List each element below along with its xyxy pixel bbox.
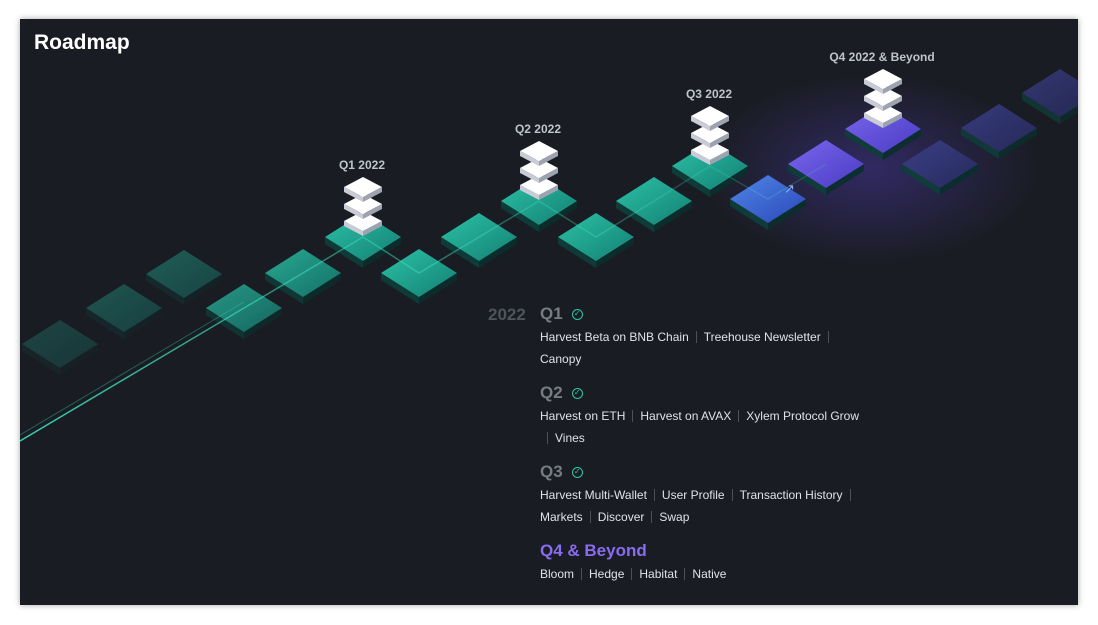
bird-icon: ↗ — [784, 181, 795, 196]
roadmap-item: Markets — [540, 510, 583, 524]
quarter-title: Q3 — [540, 462, 563, 481]
item-separator — [849, 489, 851, 501]
item-separator — [581, 568, 583, 580]
page-title: Roadmap — [34, 31, 130, 54]
check-circle-icon: ✓ — [571, 466, 583, 478]
quarter-title: Q4 & Beyond — [540, 541, 647, 560]
roadmap-tile — [961, 104, 1037, 159]
roadmap-item: Treehouse Newsletter — [703, 330, 821, 344]
quarter-header: Q3 ✓ — [540, 461, 870, 483]
roadmap-item: Vines — [555, 431, 585, 445]
milestone-stacked-chevron-up-icon: Q4 2022 & Beyond — [829, 50, 935, 128]
roadmap-item: Harvest on AVAX — [640, 409, 732, 423]
milestone-label: Q3 2022 — [686, 87, 732, 101]
item-separator — [827, 331, 829, 343]
quarter-section: Q2 ✓ Harvest on ETH Harvest on AVAX Xylem Pr… — [540, 382, 870, 449]
quarter-header: Q4 & Beyond — [540, 540, 870, 562]
roadmap-item: User Profile — [661, 488, 725, 502]
roadmap-item: Harvest on ETH — [540, 409, 626, 423]
roadmap-item: Harvest Multi-Wallet — [540, 488, 647, 502]
roadmap-tile — [902, 140, 978, 195]
item-separator — [684, 568, 686, 580]
quarter-title: Q2 — [540, 383, 563, 402]
quarter-header: Q1 ✓ — [540, 303, 870, 325]
milestone-label: Q4 2022 & Beyond — [829, 50, 934, 64]
roadmap-item: Canopy — [540, 352, 582, 366]
roadmap-item: Swap — [659, 510, 690, 524]
roadmap-item: Xylem Protocol Grow — [746, 409, 859, 423]
milestone-label: Q2 2022 — [515, 122, 561, 136]
item-separator — [695, 331, 697, 343]
item-separator — [632, 410, 634, 422]
item-separator — [589, 511, 591, 523]
quarter-section: Q3 ✓ Harvest Multi-Wallet User Profile Trans… — [540, 461, 870, 528]
check-circle-icon: ✓ — [571, 308, 583, 320]
roadmap-tile — [22, 320, 98, 375]
milestone-stacked-chevron-up-icon: Q2 2022 — [515, 122, 561, 200]
roadmap-item: Transaction History — [739, 488, 843, 502]
milestone-stacked-chevron-up-icon: Q3 2022 — [686, 87, 732, 165]
milestone-stacked-chevron-up-icon: Q1 2022 — [339, 158, 385, 236]
item-separator — [547, 432, 548, 444]
roadmap-item: Native — [692, 567, 727, 581]
item-separator — [651, 511, 653, 523]
item-separator — [653, 489, 655, 501]
item-separator — [631, 568, 633, 580]
item-separator — [738, 410, 740, 422]
roadmap-item: Discover — [597, 510, 645, 524]
roadmap-year: 2022 — [488, 305, 526, 324]
check-circle-icon: ✓ — [571, 387, 583, 399]
roadmap-tile — [1022, 69, 1078, 124]
milestone-label: Q1 2022 — [339, 158, 385, 172]
roadmap-item: Harvest Beta on BNB Chain — [540, 330, 689, 344]
quarter-items: Bloom Hedge Habitat Native — [540, 563, 870, 585]
quarter-items: Harvest Beta on BNB Chain Treehouse Newsl… — [540, 326, 870, 370]
roadmap-item: Habitat — [639, 567, 678, 581]
quarter-items: Harvest Multi-Wallet User Profile Transact… — [540, 484, 870, 528]
item-separator — [731, 489, 733, 501]
roadmap-tile — [86, 284, 162, 339]
roadmap-item: Hedge — [589, 567, 625, 581]
quarter-section: Q1 ✓ Harvest Beta on BNB Chain Treehouse Ne… — [540, 303, 870, 370]
roadmap-window: Roadmap — [20, 19, 1078, 605]
quarter-header: Q2 ✓ — [540, 382, 870, 404]
roadmap-tile — [146, 250, 222, 305]
quarter-title: Q1 — [540, 304, 563, 323]
roadmap-path-line — [20, 163, 827, 442]
quarter-items: Harvest on ETH Harvest on AVAX Xylem Proto… — [540, 405, 870, 449]
roadmap-item: Bloom — [540, 567, 575, 581]
